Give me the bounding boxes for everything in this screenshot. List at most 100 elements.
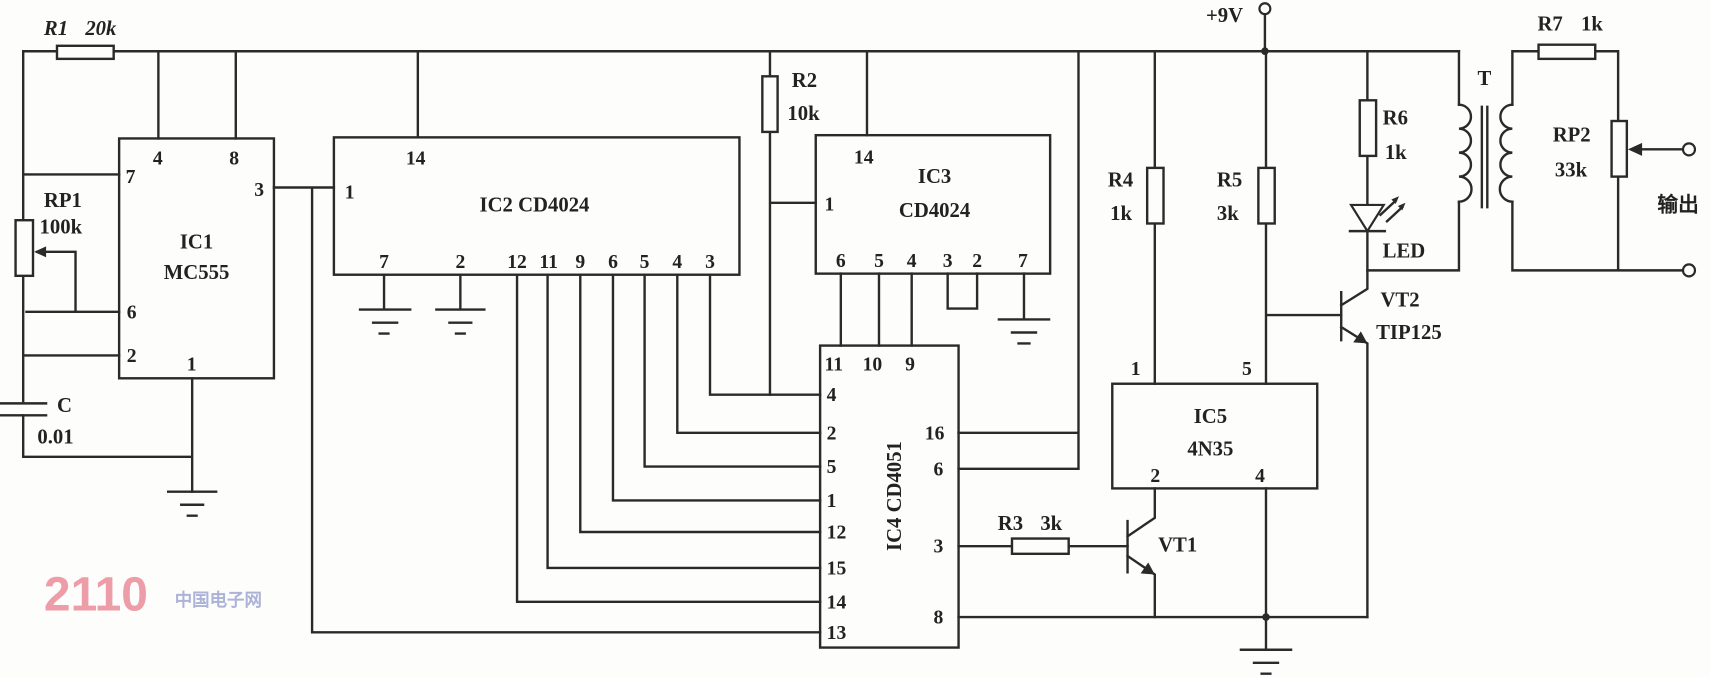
ic3-ic4-wires [839, 272, 979, 347]
pin-label: 1 [827, 491, 837, 512]
ic3-cd4024 [814, 133, 1052, 275]
pin-label: 4 [907, 251, 917, 272]
pin-label: 10 [863, 355, 883, 376]
pin-label: 9 [575, 252, 585, 273]
pin-label: 8 [229, 149, 239, 170]
pin-label: 2 [1150, 466, 1160, 487]
ic4-supply-wires [957, 50, 1080, 470]
r1-value: 20k [84, 18, 117, 40]
r6-value: 1k [1385, 142, 1407, 164]
r2-name: R2 [792, 70, 817, 92]
supply-terminal [1258, 2, 1272, 16]
pin-label: 4 [153, 149, 163, 170]
ic2-cd4024 [332, 136, 741, 276]
ic1-supply-wires [157, 50, 237, 140]
pin-label: 5 [827, 457, 837, 478]
pin-label: 11 [539, 252, 558, 273]
pin-label: 5 [640, 252, 650, 273]
pin-label: 15 [827, 559, 847, 580]
transformer-t [1457, 103, 1514, 209]
pin-label: 6 [836, 251, 846, 272]
pin-label: 4 [827, 385, 837, 406]
counter-bus-wires [515, 273, 822, 603]
pin-label: 7 [1018, 251, 1028, 272]
primary-loop [1366, 50, 1461, 272]
pin-label: 6 [608, 252, 618, 273]
r4-name: R4 [1108, 169, 1133, 191]
resistor-r3 [1010, 537, 1070, 556]
cap-value: 0.01 [37, 427, 73, 449]
resistor-r6 [1358, 99, 1378, 158]
pin-label: 2 [455, 252, 465, 273]
pin-label: 2 [127, 346, 137, 367]
resistor-r1 [55, 44, 115, 61]
pin-label: 1 [187, 355, 197, 376]
pin-label: 12 [507, 252, 527, 273]
ic4-cd4051 [818, 344, 960, 649]
pin-label: 3 [705, 252, 715, 273]
pin-label: 12 [827, 523, 847, 544]
ground-icon [997, 272, 1051, 345]
ic5-name: IC5 [1194, 406, 1227, 428]
resistor-r7 [1537, 43, 1597, 61]
led-name: LED [1383, 240, 1426, 262]
ic3-name: IC3 [918, 166, 951, 188]
vt2-name: VT2 [1380, 289, 1419, 311]
led-icon [1348, 196, 1406, 234]
pin-label: 1 [345, 182, 355, 203]
transformer-name: T [1477, 68, 1491, 90]
r4-value: 1k [1110, 203, 1132, 225]
pin-label: 7 [126, 167, 136, 188]
r2-value: 10k [787, 103, 820, 125]
ic4-label: IC4 CD4051 [884, 441, 906, 551]
pin-label: 14 [827, 592, 847, 613]
watermark-site: 中国电子网 [175, 590, 262, 611]
ground-icon [166, 490, 218, 517]
watermark-number: 2110 [44, 568, 148, 621]
pin-label: 7 [379, 252, 389, 273]
supply-label: +9V [1206, 5, 1243, 27]
secondary-wire [1511, 50, 1684, 272]
ic1-name: IC1 [180, 232, 213, 254]
pin-label: 8 [933, 608, 943, 629]
ic1-part: MC555 [164, 262, 230, 284]
pin-label: 6 [933, 459, 943, 480]
pin-label: 4 [1255, 466, 1265, 487]
r6-name: R6 [1383, 107, 1408, 129]
pin-label: 14 [854, 148, 874, 169]
pin-label: 1 [824, 194, 834, 215]
ic1-mc555 [117, 137, 276, 380]
capacitor-c [0, 402, 48, 417]
clock-wire [272, 186, 822, 634]
pin-label: 16 [925, 423, 945, 444]
rp2-value: 33k [1555, 160, 1588, 182]
pin-label: 1 [1131, 359, 1141, 380]
resistor-r4 [1145, 166, 1165, 225]
pin-label: 4 [672, 252, 682, 273]
output-terminal[interactable] [1681, 142, 1697, 157]
potentiometer-rp2 [1610, 119, 1629, 178]
watermark: 2110 中国电子网 [44, 568, 262, 621]
r5-value: 3k [1217, 203, 1239, 225]
pin-label: 3 [933, 537, 943, 558]
transistor-vt2 [1339, 269, 1369, 619]
r1-name: R1 [43, 18, 68, 40]
output-label: 输出 [1657, 192, 1698, 216]
pin-label: 11 [824, 355, 843, 376]
r7-value: 1k [1581, 14, 1603, 36]
resistor-r5 [1257, 166, 1276, 225]
ic2-label: IC2 CD4024 [480, 194, 590, 216]
vt1-name: VT1 [1158, 535, 1197, 557]
rp1-value: 100k [40, 216, 83, 238]
r5-name: R5 [1217, 169, 1242, 191]
pin-label: 6 [127, 302, 137, 323]
r2-wire [768, 50, 817, 396]
output-terminal[interactable] [1681, 263, 1697, 278]
ic3-part: CD4024 [899, 200, 970, 222]
ic5-4n35 [1111, 382, 1319, 490]
pin-label: 2 [827, 423, 837, 444]
vt2-part: TIP125 [1376, 322, 1442, 344]
rp1-wiper [36, 250, 77, 313]
timing-wire [21, 50, 194, 493]
